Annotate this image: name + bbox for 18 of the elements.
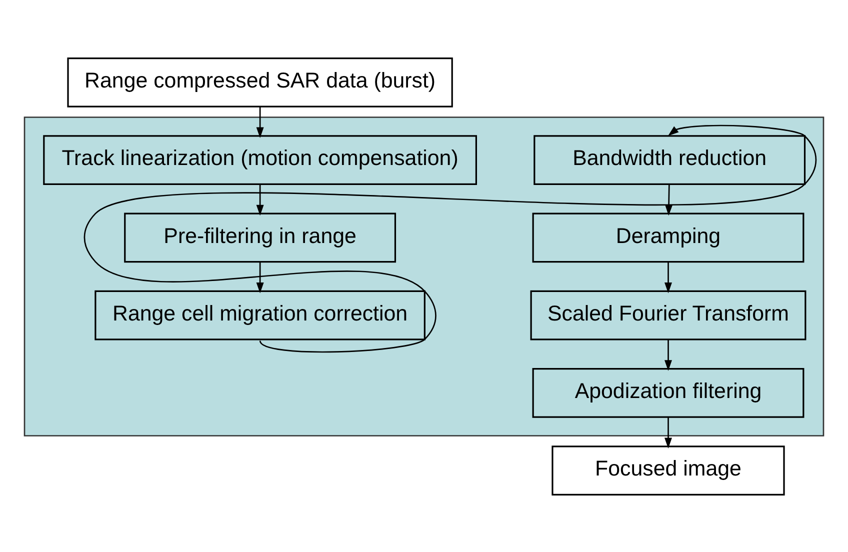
- node-box: Deramping: [532, 212, 804, 262]
- node-box: Track linearization (motion compensation): [43, 134, 477, 184]
- node-box: Range cell migration correction: [94, 290, 426, 340]
- node-box: Apodization filtering: [532, 368, 804, 418]
- node-box: Focused image: [552, 445, 785, 495]
- node-box: Range compressed SAR data (burst): [67, 57, 453, 107]
- arrow: [664, 416, 672, 448]
- arrow: [256, 184, 264, 216]
- arrow: [256, 261, 264, 293]
- arrow: [664, 261, 672, 293]
- cluster: [24, 116, 824, 436]
- node-box: Bandwidth reduction: [534, 134, 806, 184]
- arrow: [256, 106, 264, 138]
- arrow: [84, 124, 816, 352]
- arrow: [664, 339, 672, 370]
- arrow: [665, 184, 673, 216]
- node-box: Scaled Fourier Transform: [530, 290, 806, 340]
- node-box: Pre-filtering in range: [124, 212, 396, 262]
